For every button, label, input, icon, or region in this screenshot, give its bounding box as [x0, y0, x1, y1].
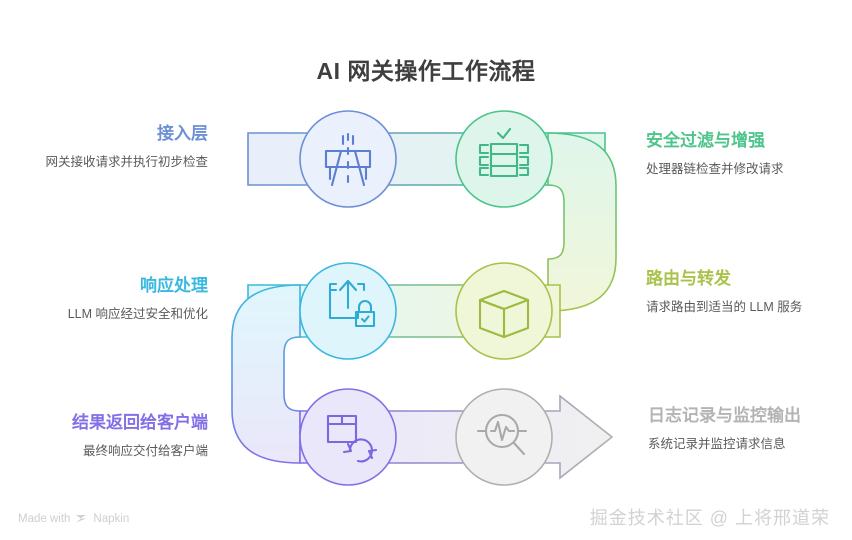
label-description-response: LLM 响应经过安全和优化: [67, 306, 208, 321]
made-with-brand: Napkin: [93, 512, 130, 525]
label-heading-response: 响应处理: [140, 276, 208, 295]
made-with-prefix: Made with: [18, 512, 71, 525]
label-delivery: 结果返回给客户端 最终响应交付给客户端: [8, 412, 208, 461]
label-heading-ingress: 接入层: [157, 124, 208, 143]
label-response: 响应处理 LLM 响应经过安全和优化: [8, 275, 208, 324]
label-heading-routing: 路由与转发: [646, 269, 731, 288]
pulse-magnifier-icon: [476, 413, 528, 456]
node-circle-response: [299, 262, 397, 360]
filter-grid-check-icon: [478, 127, 530, 178]
label-heading-security: 安全过滤与增强: [646, 131, 765, 150]
label-ingress: 接入层 网关接收请求并执行初步检查: [8, 123, 208, 172]
watermark-text: 掘金技术社区 @ 上将邢道荣: [589, 508, 830, 528]
label-logging: 日志记录与监控输出 系统记录并监控请求信息: [648, 405, 828, 454]
node-circle-ingress: [299, 110, 397, 208]
made-with-napkin-badge[interactable]: Made with Napkin: [18, 512, 129, 525]
node-circle-security: [455, 110, 553, 208]
page-title: AI 网关操作工作流程: [316, 58, 536, 84]
label-description-security: 处理器链检查并修改请求: [646, 161, 784, 176]
label-routing: 路由与转发 请求路由到适当的 LLM 服务: [646, 268, 838, 317]
label-heading-delivery: 结果返回给客户端: [72, 413, 208, 432]
label-description-ingress: 网关接收请求并执行初步检查: [45, 154, 208, 169]
label-heading-logging: 日志记录与监控输出: [648, 406, 801, 425]
napkin-logo-icon: [75, 512, 88, 525]
node-circle-delivery: [299, 388, 397, 486]
upload-lock-icon: [328, 279, 376, 328]
label-security: 安全过滤与增强 处理器链检查并修改请求: [646, 130, 846, 179]
package-refresh-icon: [326, 414, 378, 463]
label-description-routing: 请求路由到适当的 LLM 服务: [646, 299, 803, 314]
label-description-delivery: 最终响应交付给客户端: [82, 443, 208, 458]
label-description-logging: 系统记录并监控请求信息: [648, 436, 786, 451]
cube-box-icon: [478, 289, 530, 339]
highway-gateway-icon: [324, 132, 372, 187]
ribbon-turn-response-delivery: [231, 284, 301, 464]
